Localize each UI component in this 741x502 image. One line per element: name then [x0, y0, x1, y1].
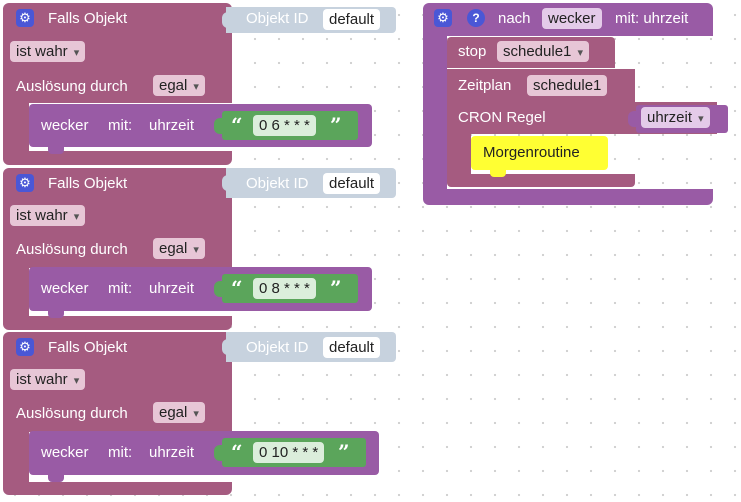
trigger-header-label: Falls Objekt — [48, 10, 128, 27]
function-footer — [423, 189, 713, 205]
trigger-block-footer — [3, 151, 232, 165]
gear-icon[interactable]: ⚙ — [434, 9, 452, 27]
trigger-dropdown[interactable]: egal — [153, 75, 205, 96]
schedule-field[interactable]: schedule1 — [527, 75, 608, 96]
cron-label: CRON Regel — [458, 109, 546, 126]
cron-value-tab — [628, 111, 636, 127]
call-param-label: uhrzeit — [149, 280, 195, 297]
trigger-label: Auslösung durch — [16, 405, 128, 422]
call-notch — [48, 310, 64, 318]
object-id-label: Objekt ID — [246, 339, 309, 356]
trigger-block-footer — [3, 482, 232, 495]
text-block-tab — [214, 281, 222, 297]
call-with-label: mit: — [108, 117, 133, 134]
schedule-label: Zeitplan — [458, 77, 512, 94]
routine-notch — [490, 169, 506, 177]
stop-label: stop — [458, 43, 487, 60]
function-prefix: nach — [498, 10, 531, 27]
trigger-dropdown[interactable]: egal — [153, 402, 205, 423]
call-notch — [48, 146, 64, 154]
trigger-header-label: Falls Objekt — [48, 339, 128, 356]
call-with-label: mit: — [108, 280, 133, 297]
text-block-tab — [214, 445, 222, 461]
object-id-label: Objekt ID — [246, 175, 309, 192]
trigger-block[interactable]: ⚙ Falls Objekt Objekt ID default ist wah… — [0, 0, 400, 168]
call-name: wecker — [41, 280, 89, 297]
call-name: wecker — [41, 444, 89, 461]
condition-dropdown[interactable]: ist wahr — [10, 205, 86, 226]
cron-field[interactable]: 0 8 * * * — [253, 278, 316, 299]
quote-close-icon: ” — [330, 276, 342, 300]
routine-block[interactable] — [471, 136, 608, 170]
condition-dropdown[interactable]: ist wahr — [10, 369, 86, 390]
quote-open-icon: “ — [231, 276, 243, 300]
object-id-field[interactable]: default — [323, 337, 381, 358]
trigger-block-footer — [3, 316, 232, 330]
object-id-field[interactable]: default — [323, 9, 381, 30]
call-param-label: uhrzeit — [149, 117, 195, 134]
function-left-rail — [423, 36, 447, 189]
object-id-field[interactable]: default — [323, 173, 381, 194]
schedule-left-rail — [447, 134, 471, 174]
object-id-tab — [222, 12, 230, 28]
function-definition-block[interactable]: ⚙ ? nach wecker mit: uhrzeit stop schedu… — [420, 0, 741, 210]
call-with-label: mit: — [108, 444, 133, 461]
cron-dropdown[interactable]: uhrzeit — [641, 107, 710, 128]
call-param-label: uhrzeit — [149, 444, 195, 461]
stop-dropdown[interactable]: schedule1 — [497, 41, 589, 62]
object-id-label: Objekt ID — [246, 10, 309, 27]
schedule-footer — [447, 174, 635, 187]
quote-open-icon: “ — [231, 113, 243, 137]
trigger-block[interactable]: ⚙ Falls Objekt Objekt ID default ist wah… — [0, 165, 400, 333]
object-id-tab — [222, 175, 230, 191]
trigger-block-header[interactable] — [3, 3, 232, 35]
call-notch — [48, 474, 64, 482]
quote-close-icon: ” — [338, 440, 350, 464]
quote-close-icon: ” — [330, 113, 342, 137]
trigger-block-left-rail — [3, 432, 29, 482]
quote-open-icon: “ — [231, 440, 243, 464]
trigger-block-header[interactable] — [3, 332, 232, 364]
trigger-dropdown[interactable]: egal — [153, 238, 205, 259]
trigger-label: Auslösung durch — [16, 78, 128, 95]
trigger-block-left-rail — [3, 103, 29, 151]
trigger-block-left-rail — [3, 268, 29, 316]
cron-field[interactable]: 0 10 * * * — [253, 442, 325, 463]
gear-icon[interactable]: ⚙ — [16, 338, 34, 356]
routine-label: Morgenroutine — [483, 144, 580, 161]
trigger-block-header[interactable] — [3, 168, 232, 200]
help-icon[interactable]: ? — [467, 9, 485, 27]
text-block-tab — [214, 118, 222, 134]
call-name: wecker — [41, 117, 89, 134]
gear-icon[interactable]: ⚙ — [16, 174, 34, 192]
trigger-block[interactable]: ⚙ Falls Objekt Objekt ID default ist wah… — [0, 329, 400, 502]
function-name-field[interactable]: wecker — [542, 8, 602, 29]
function-params: mit: uhrzeit — [615, 10, 689, 27]
condition-dropdown[interactable]: ist wahr — [10, 41, 86, 62]
cron-field[interactable]: 0 6 * * * — [253, 115, 316, 136]
trigger-header-label: Falls Objekt — [48, 175, 128, 192]
object-id-tab — [222, 339, 230, 355]
gear-icon[interactable]: ⚙ — [16, 9, 34, 27]
trigger-label: Auslösung durch — [16, 241, 128, 258]
